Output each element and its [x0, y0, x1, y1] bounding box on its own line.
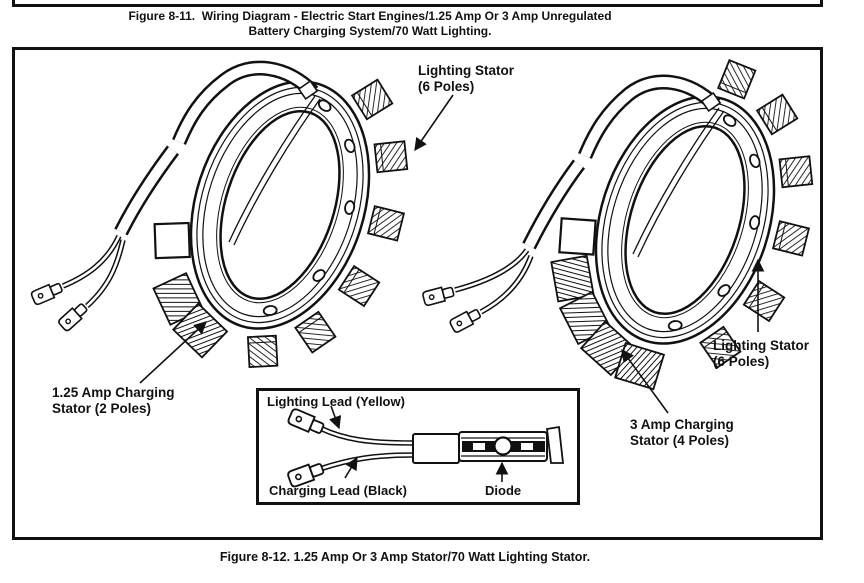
figure-8-12-caption: Figure 8-12. 1.25 Amp Or 3 Amp Stator/70… [219, 550, 591, 564]
right-lighting-poles [699, 59, 814, 369]
label-left-charging-stator: 1.25 Amp Charging Stator (2 Poles) [52, 385, 175, 416]
label-line: 1.25 Amp Charging [52, 385, 175, 400]
right-charging-poles [550, 217, 666, 391]
label-line: Stator (4 Poles) [630, 432, 730, 448]
label-right-charging-stator: 3 Amp Charging Stator (4 Poles) [630, 417, 734, 448]
caption-line-2: Battery Charging System/70 Watt Lighting… [248, 24, 492, 38]
previous-figure-border [12, 0, 823, 7]
left-harness-clamp [297, 79, 319, 101]
label-line: Stator (2 Poles) [52, 400, 152, 416]
right-stator-bore [624, 125, 746, 315]
right-spade-terminal-1 [421, 283, 456, 307]
stator-illustration [29, 59, 814, 489]
charging-lead-arrow [344, 456, 358, 479]
right-wire-harness [421, 74, 725, 335]
label-right-lighting-stator: Lighting Stator (6 Poles) [713, 338, 809, 369]
label-left-lighting-stator: Lighting Stator (6 Poles) [418, 63, 514, 94]
label-line: (6 Poles) [418, 78, 475, 94]
figure-8-12-panel: Lighting Stator (6 Poles) 1.25 Amp Charg… [12, 47, 823, 540]
left-stator [152, 78, 409, 369]
label-lighting-lead: Lighting Lead (Yellow) [267, 394, 405, 409]
right-spade-terminal-2 [448, 306, 483, 335]
figure-8-11-caption: Figure 8-11. Wiring Diagram - Electric S… [0, 9, 740, 39]
label-charging-lead: Charging Lead (Black) [269, 483, 407, 498]
left-spade-terminal-1 [29, 279, 65, 307]
left-stator-holes [262, 99, 356, 316]
left-lighting-stator-arrow [414, 94, 454, 152]
label-line: Lighting Stator [713, 338, 809, 353]
left-spade-terminal-2 [56, 300, 90, 333]
caption-line-1: Figure 8-11. Wiring Diagram - Electric S… [128, 9, 612, 23]
right-charging-stator-arrow [621, 348, 669, 414]
right-stator [550, 59, 814, 391]
diode-inset-panel: Lighting Lead (Yellow) Charging Lead (Bl… [256, 388, 580, 505]
left-wire-harness [29, 60, 321, 333]
diode-body [458, 425, 565, 464]
label-line: (6 Poles) [713, 353, 770, 369]
right-stator-holes [667, 114, 761, 331]
label-diode: Diode [485, 483, 522, 498]
left-lighting-poles [246, 78, 409, 369]
left-charging-stator-arrow [139, 321, 207, 384]
label-line: 3 Amp Charging [630, 417, 734, 432]
lighting-lead-arrow [329, 405, 342, 430]
label-line: Lighting Stator [418, 63, 514, 78]
diode-lead-assembly [286, 405, 565, 489]
label-arrows [139, 94, 765, 414]
right-harness-clamp [700, 91, 722, 113]
